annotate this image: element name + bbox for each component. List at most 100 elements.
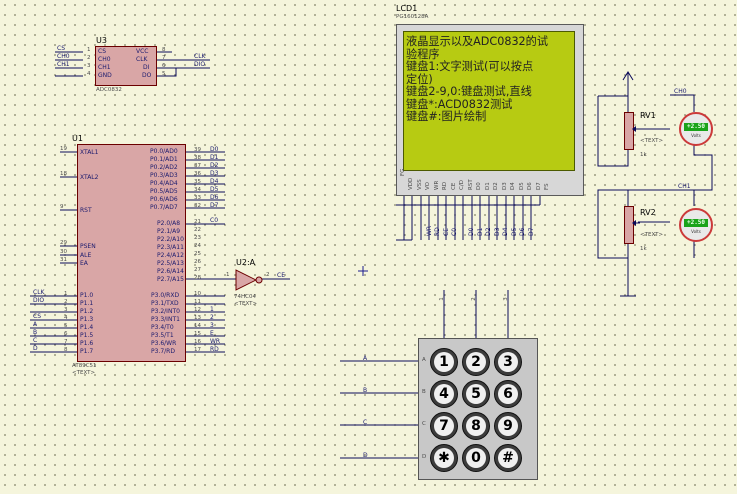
keypad-row-c-label: C <box>363 419 368 426</box>
key-0[interactable]: 0 <box>462 444 490 472</box>
lcd-pin-d5: D5 <box>519 182 525 190</box>
mcu-p0-names: P0.0/AD0 P0.1/AD1 P0.2/AD2 P0.3/AD3 P0.4… <box>150 148 178 212</box>
lcd-net-d5: D5 <box>511 227 518 236</box>
p0-4-num: 35 <box>194 179 201 185</box>
voltmeter-ch0[interactable]: +2.50 Volts <box>679 112 713 146</box>
voltmeter-ch1-unit: Volts <box>691 229 701 234</box>
p1-5-name: P1.5 <box>80 332 94 339</box>
mcu-chip[interactable] <box>77 144 186 362</box>
lcd-line-5: 键盘2-9,0:键盘测试,直线 <box>406 85 532 98</box>
p3-7-net: RD <box>210 346 219 353</box>
p2-0-name: P2.0/A8 <box>157 220 181 227</box>
lcd-pin-d4: D4 <box>510 182 516 190</box>
key-8[interactable]: 8 <box>462 412 490 440</box>
p2-0-num: 21 <box>194 219 201 225</box>
p1-1-name: P1.1 <box>80 300 94 307</box>
key-9[interactable]: 9 <box>494 412 522 440</box>
lcd-net-d2: D2 <box>485 227 492 236</box>
pot-rv1[interactable] <box>624 112 634 150</box>
mcu-ref-label: U1 <box>72 134 83 143</box>
adc-part-label: ADC0832 <box>96 87 122 93</box>
p2-4-name: P2.4/A12 <box>157 252 184 259</box>
lcd-pin-vss: VSS <box>417 179 423 190</box>
inverter-out-net: CE <box>277 272 285 279</box>
p0-6-num: 33 <box>194 195 201 201</box>
p1-4-num: 5 <box>64 323 68 329</box>
adc-pin8-num: 8 <box>162 47 166 53</box>
key-7[interactable]: 7 <box>430 412 458 440</box>
key-4[interactable]: 4 <box>430 380 458 408</box>
mcu-ale-num: 30 <box>60 249 67 255</box>
adc-pin7-num: 7 <box>162 55 166 61</box>
p0-6-name: P0.6/AD6 <box>150 196 178 203</box>
lcd-line-1: 液晶显示以及ADC0832的试 <box>406 35 549 48</box>
lcd-net-d4: D4 <box>502 227 509 236</box>
keypad-row-a-pin: A <box>422 357 426 363</box>
key-hash[interactable]: # <box>494 444 522 472</box>
key-7-label: 7 <box>434 416 454 436</box>
p1-6-net: C <box>33 337 38 344</box>
p1-4-net: A <box>33 321 38 328</box>
pot-rv1-value: 1k <box>640 152 647 158</box>
lcd-net-d7: D7 <box>528 227 535 236</box>
p2-7-name: P2.7/A15 <box>157 276 184 283</box>
p1-0-net: CLK <box>33 289 45 296</box>
adc-pin7-name: CLK <box>136 56 148 63</box>
key-star[interactable]: ✱ <box>430 444 458 472</box>
p0-0-name: P0.0/AD0 <box>150 148 178 155</box>
lcd-net-wr: WR <box>426 225 433 236</box>
adc0832-chip[interactable] <box>95 46 157 86</box>
p1-7-net: D <box>33 345 38 352</box>
mcu-ale-name: ALE <box>80 252 92 259</box>
keypad-row-c-pin: C <box>422 421 426 427</box>
p0-0-net: D0 <box>210 146 219 153</box>
pot-rv2-text-tag: <TEXT> <box>640 232 664 238</box>
lcd-pin-d7: D7 <box>536 182 542 190</box>
key-hash-label: # <box>498 448 518 468</box>
p1-7-num: 8 <box>64 347 68 353</box>
voltmeter-ch1[interactable]: +2.50 Volts <box>679 208 713 242</box>
pot-rv2[interactable] <box>624 206 634 244</box>
p0-2-net: D2 <box>210 162 219 169</box>
p3-2-num: 12 <box>194 307 201 313</box>
lcd-pin-wr: WR <box>434 180 440 190</box>
key-1[interactable]: 1 <box>430 348 458 376</box>
p3-5-net: E <box>210 330 214 337</box>
inverter-out-pin: 2 <box>266 272 270 278</box>
lcd-line-2: 验程序 <box>406 47 440 61</box>
mcu-xtal1-num: 19 <box>60 146 67 152</box>
key-5[interactable]: 5 <box>462 380 490 408</box>
pot-rv2-ref: RV2 <box>640 208 656 217</box>
p3-0-name: P3.0/RXD <box>151 292 180 299</box>
voltmeter-ch0-unit: Volts <box>691 133 701 138</box>
p3-4-net: 3 <box>210 322 214 329</box>
key-3-label: 3 <box>498 352 518 372</box>
adc-net-ch0: CH0 <box>57 53 70 60</box>
p3-6-name: P3.6/WR <box>151 340 177 347</box>
lcd-net-rd: RD <box>434 227 441 236</box>
key-8-label: 8 <box>466 416 486 436</box>
key-9-label: 9 <box>498 416 518 436</box>
adc-net-cs: CS <box>57 45 65 52</box>
keypad-col-2-label: 2 <box>470 297 477 301</box>
mcu-part-label: AT89C51 <box>72 363 97 369</box>
p2-7-num: 28 <box>194 275 201 281</box>
p2-1-num: 22 <box>194 227 201 233</box>
p1-2-name: P1.2 <box>80 308 94 315</box>
key-4-label: 4 <box>434 384 454 404</box>
mcu-p0-nums: 39 38 37 36 35 34 33 32 <box>194 147 201 211</box>
p0-3-num: 36 <box>194 171 201 177</box>
key-2[interactable]: 2 <box>462 348 490 376</box>
key-6[interactable]: 6 <box>494 380 522 408</box>
mcu-xtal2-num: 18 <box>60 171 67 177</box>
p2-5-name: P2.5/A13 <box>157 260 184 267</box>
inverter-symbol[interactable] <box>234 268 264 292</box>
p1-3-name: P1.3 <box>80 316 94 323</box>
lcd-net-d0: D0 <box>468 227 475 236</box>
mcu-psen-num: 29 <box>60 240 67 246</box>
p0-3-name: P0.3/AD3 <box>150 172 178 179</box>
inverter-part: 74HC04 <box>234 294 256 300</box>
p1-0-name: P1.0 <box>80 292 94 299</box>
key-3[interactable]: 3 <box>494 348 522 376</box>
